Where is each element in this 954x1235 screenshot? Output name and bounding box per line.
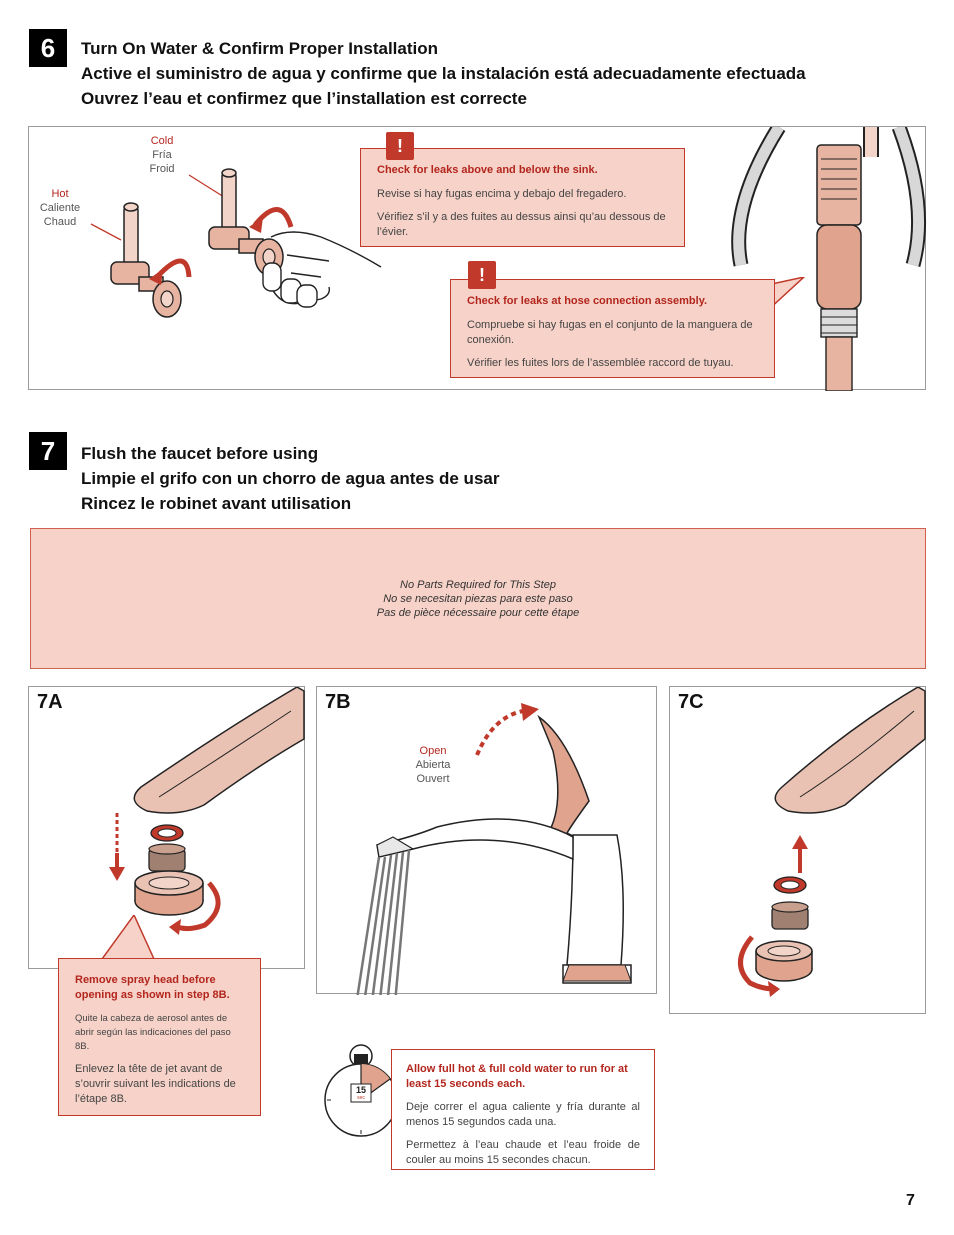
step-6-number: 6 xyxy=(29,29,67,67)
leak-check-sink-callout: Check for leaks above and below the sink… xyxy=(360,148,685,247)
hot-label-es: Caliente xyxy=(39,202,81,214)
step-7-title: Flush the faucet before using Limpie el … xyxy=(81,441,499,516)
no-parts-box: No Parts Required for This Step No se ne… xyxy=(30,528,926,669)
step-7c-panel: 7C xyxy=(669,686,926,1014)
callout-text-fr: Vérifier les fuites lors de l’assemblée … xyxy=(467,357,734,369)
no-parts-fr: Pas de pièce nécessaire pour cette étape xyxy=(376,606,580,619)
no-parts-en: No Parts Required for This Step xyxy=(400,578,556,591)
step-6-title: Turn On Water & Confirm Proper Installat… xyxy=(81,36,806,111)
step-7a-label: 7A xyxy=(37,691,63,713)
step-7-number: 7 xyxy=(29,432,67,470)
callout-text-fr: Vérifiez s’il y a des fuites au dessus a… xyxy=(377,211,666,238)
callout-text-es: Compruebe si hay fugas en el conjunto de… xyxy=(467,319,753,346)
step-7-title-es: Limpie el grifo con un chorro de agua an… xyxy=(81,469,500,488)
callout-text-es: Revise si hay fugas encima y debajo del … xyxy=(377,188,627,200)
callout-pointer xyxy=(100,915,156,960)
step-7a-panel: 7A xyxy=(28,686,305,969)
callout-text-fr: Enlevez la tête de jet avant de s’ouvrir… xyxy=(75,1063,236,1105)
step-6-title-es: Active el suministro de agua y confirme … xyxy=(81,64,806,83)
stopwatch-unit: sec xyxy=(357,1095,365,1101)
callout-heading: Check for leaks at hose connection assem… xyxy=(467,295,708,307)
stopwatch-icon xyxy=(324,1044,398,1137)
aerator-removal-illustration xyxy=(109,687,305,935)
open-label-en: Open xyxy=(419,745,447,757)
cold-label: Cold Fría Froid xyxy=(141,134,183,176)
step-7b-label: 7B xyxy=(325,691,351,713)
warning-icon: ! xyxy=(386,132,414,160)
warning-icon: ! xyxy=(468,261,496,289)
open-label: Open Abierta Ouvert xyxy=(403,744,463,786)
step-7c-label: 7C xyxy=(678,691,704,713)
step-7-title-fr: Rincez le robinet avant utilisation xyxy=(81,494,352,513)
callout-text-es: Quite la cabeza de aerosol antes de abri… xyxy=(75,1013,231,1052)
step-7b-panel: 7B Open Abierta Ouvert xyxy=(316,686,657,995)
hot-label-en: Hot xyxy=(51,188,69,200)
step-6-panel: Cold Fría Froid Hot Caliente Chaud Check… xyxy=(28,126,927,391)
run-water-callout: Allow full hot & full cold water to run … xyxy=(391,1049,655,1170)
aerator-install-illustration xyxy=(738,687,926,997)
stopwatch-value: 15 xyxy=(355,1085,366,1095)
callout-heading: Remove spray head before opening as show… xyxy=(75,974,230,1001)
open-label-es: Abierta xyxy=(415,759,451,771)
step-6-title-en: Turn On Water & Confirm Proper Installat… xyxy=(81,39,439,58)
callout-heading: Allow full hot & full cold water to run … xyxy=(406,1063,628,1090)
no-parts-es: No se necesitan piezas para este paso xyxy=(383,592,573,605)
callout-heading: Check for leaks above and below the sink… xyxy=(377,164,598,176)
open-label-fr: Ouvert xyxy=(416,773,450,785)
cold-label-fr: Froid xyxy=(149,163,175,175)
cold-label-es: Fría xyxy=(152,149,172,161)
faucet-open-illustration xyxy=(356,703,632,995)
leak-check-hose-callout: Check for leaks at hose connection assem… xyxy=(450,279,775,378)
remove-spray-head-callout: Remove spray head before opening as show… xyxy=(58,958,261,1116)
hot-label-fr: Chaud xyxy=(43,216,77,228)
callout-text-es: Deje correr el agua caliente y fría dura… xyxy=(406,1101,640,1128)
callout-text-fr: Permettez à l’eau chaude et l’eau froide… xyxy=(406,1139,640,1166)
step-6-title-fr: Ouvrez l’eau et confirmez que l’installa… xyxy=(81,89,527,108)
cold-label-en: Cold xyxy=(150,135,174,147)
page-number: 7 xyxy=(906,1192,915,1209)
callout-border xyxy=(774,279,775,378)
hot-label: Hot Caliente Chaud xyxy=(33,187,87,229)
valves-illustration xyxy=(90,127,927,391)
step-7-title-en: Flush the faucet before using xyxy=(81,444,319,463)
callout-pointer xyxy=(767,277,806,313)
